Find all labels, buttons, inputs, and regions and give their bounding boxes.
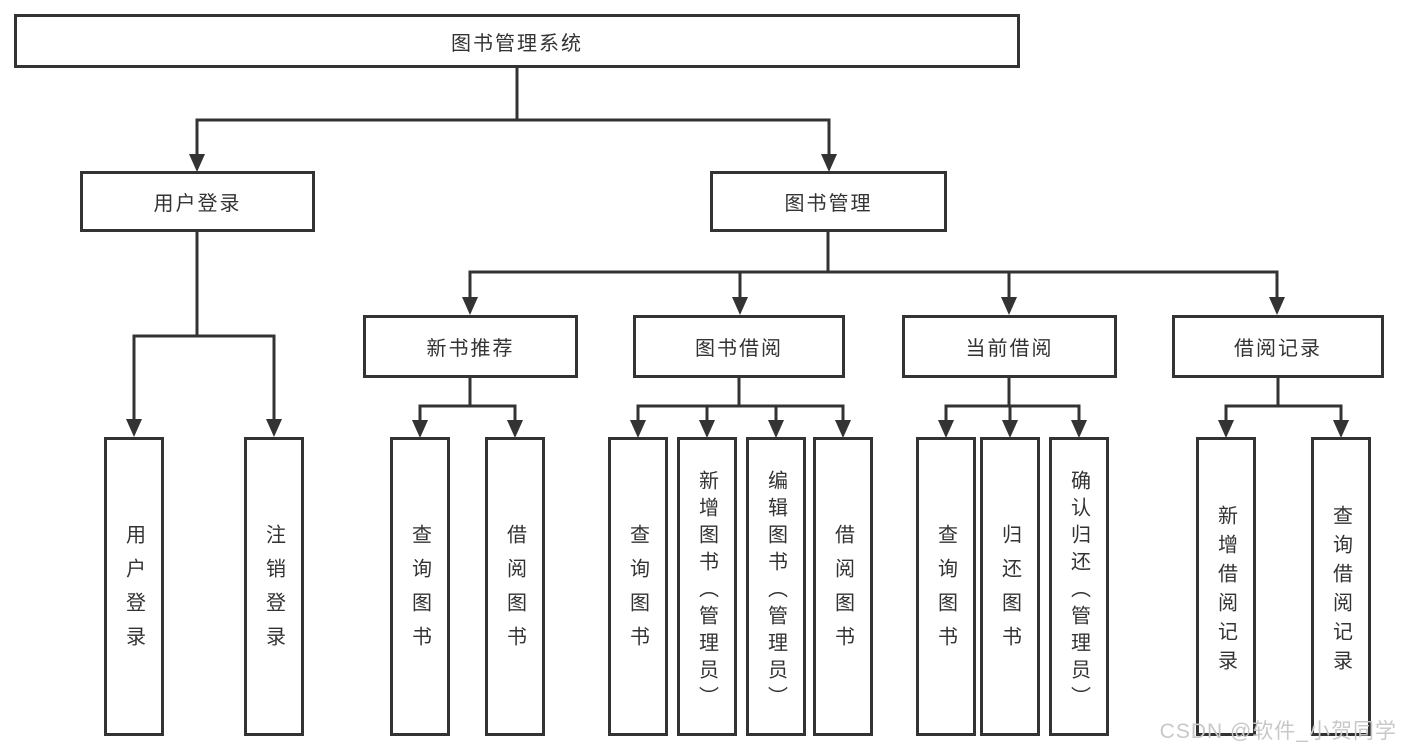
node-borrowing-records: 借阅记录 (1172, 315, 1384, 378)
node-user-login-branch: 用户登录 (80, 171, 315, 232)
node-leaf-add-borrow-record: 新增借阅记录 (1196, 437, 1256, 736)
node-leaf-query-book-current: 查询图书 (916, 437, 976, 736)
node-root-system: 图书管理系统 (14, 14, 1020, 68)
node-leaf-query-book-borrowing: 查询图书 (608, 437, 668, 736)
node-leaf-borrow-book: 借阅图书 (813, 437, 873, 736)
node-current-borrowing: 当前借阅 (902, 315, 1117, 378)
node-leaf-confirm-return-admin: 确认归还（管理员） (1049, 437, 1109, 736)
node-leaf-query-borrow-record: 查询借阅记录 (1311, 437, 1371, 736)
node-leaf-logout: 注销登录 (244, 437, 304, 736)
csdn-watermark: CSDN @软件_小贺同学 (1159, 720, 1397, 743)
connector-strokes (132, 68, 1343, 421)
node-leaf-query-book-recommend: 查询图书 (390, 437, 450, 736)
node-leaf-borrow-book-recommend: 借阅图书 (485, 437, 545, 736)
node-leaf-return-book: 归还图书 (980, 437, 1040, 736)
node-leaf-user-login: 用户登录 (104, 437, 164, 736)
node-book-borrowing: 图书借阅 (633, 315, 845, 378)
arrowheads (126, 154, 1349, 438)
node-new-book-recommend: 新书推荐 (363, 315, 578, 378)
node-book-management-branch: 图书管理 (710, 171, 947, 232)
node-leaf-edit-book-admin: 编辑图书（管理员） (746, 437, 806, 736)
node-leaf-add-book-admin: 新增图书（管理员） (677, 437, 737, 736)
